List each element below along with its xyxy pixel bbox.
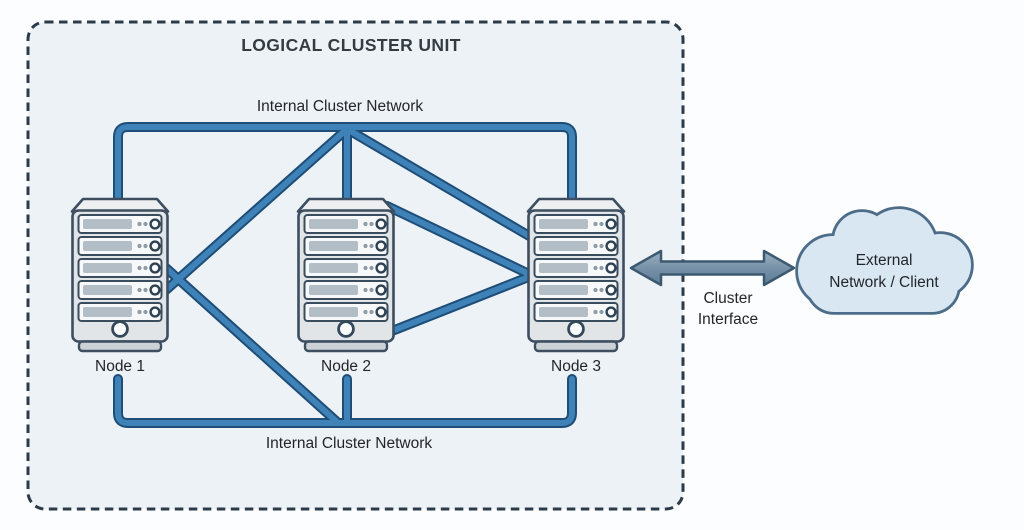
node-1-label: Node 1	[95, 358, 145, 375]
bottom-internal-network-label: Internal Cluster Network	[266, 435, 433, 452]
cluster-unit-title: LOGICAL CLUSTER UNIT	[241, 35, 461, 55]
cluster-interface-label-line2: Interface	[698, 311, 758, 328]
cluster-interface-arrow	[629, 249, 796, 287]
internal-network-lines	[113, 122, 577, 428]
node-2-label: Node 2	[321, 358, 371, 375]
cluster-interface-label-line1: Cluster	[703, 290, 752, 307]
cloud-label-line1: External	[856, 252, 913, 269]
node-3-server-icon	[526, 197, 626, 353]
cloud-label-line2: Network / Client	[829, 274, 939, 291]
node-2-server-icon	[296, 197, 396, 353]
node-1-server-icon	[70, 197, 170, 353]
node-3-label: Node 3	[551, 358, 601, 375]
external-network-cloud: External Network / Client	[795, 206, 974, 315]
top-internal-network-label: Internal Cluster Network	[257, 98, 424, 115]
